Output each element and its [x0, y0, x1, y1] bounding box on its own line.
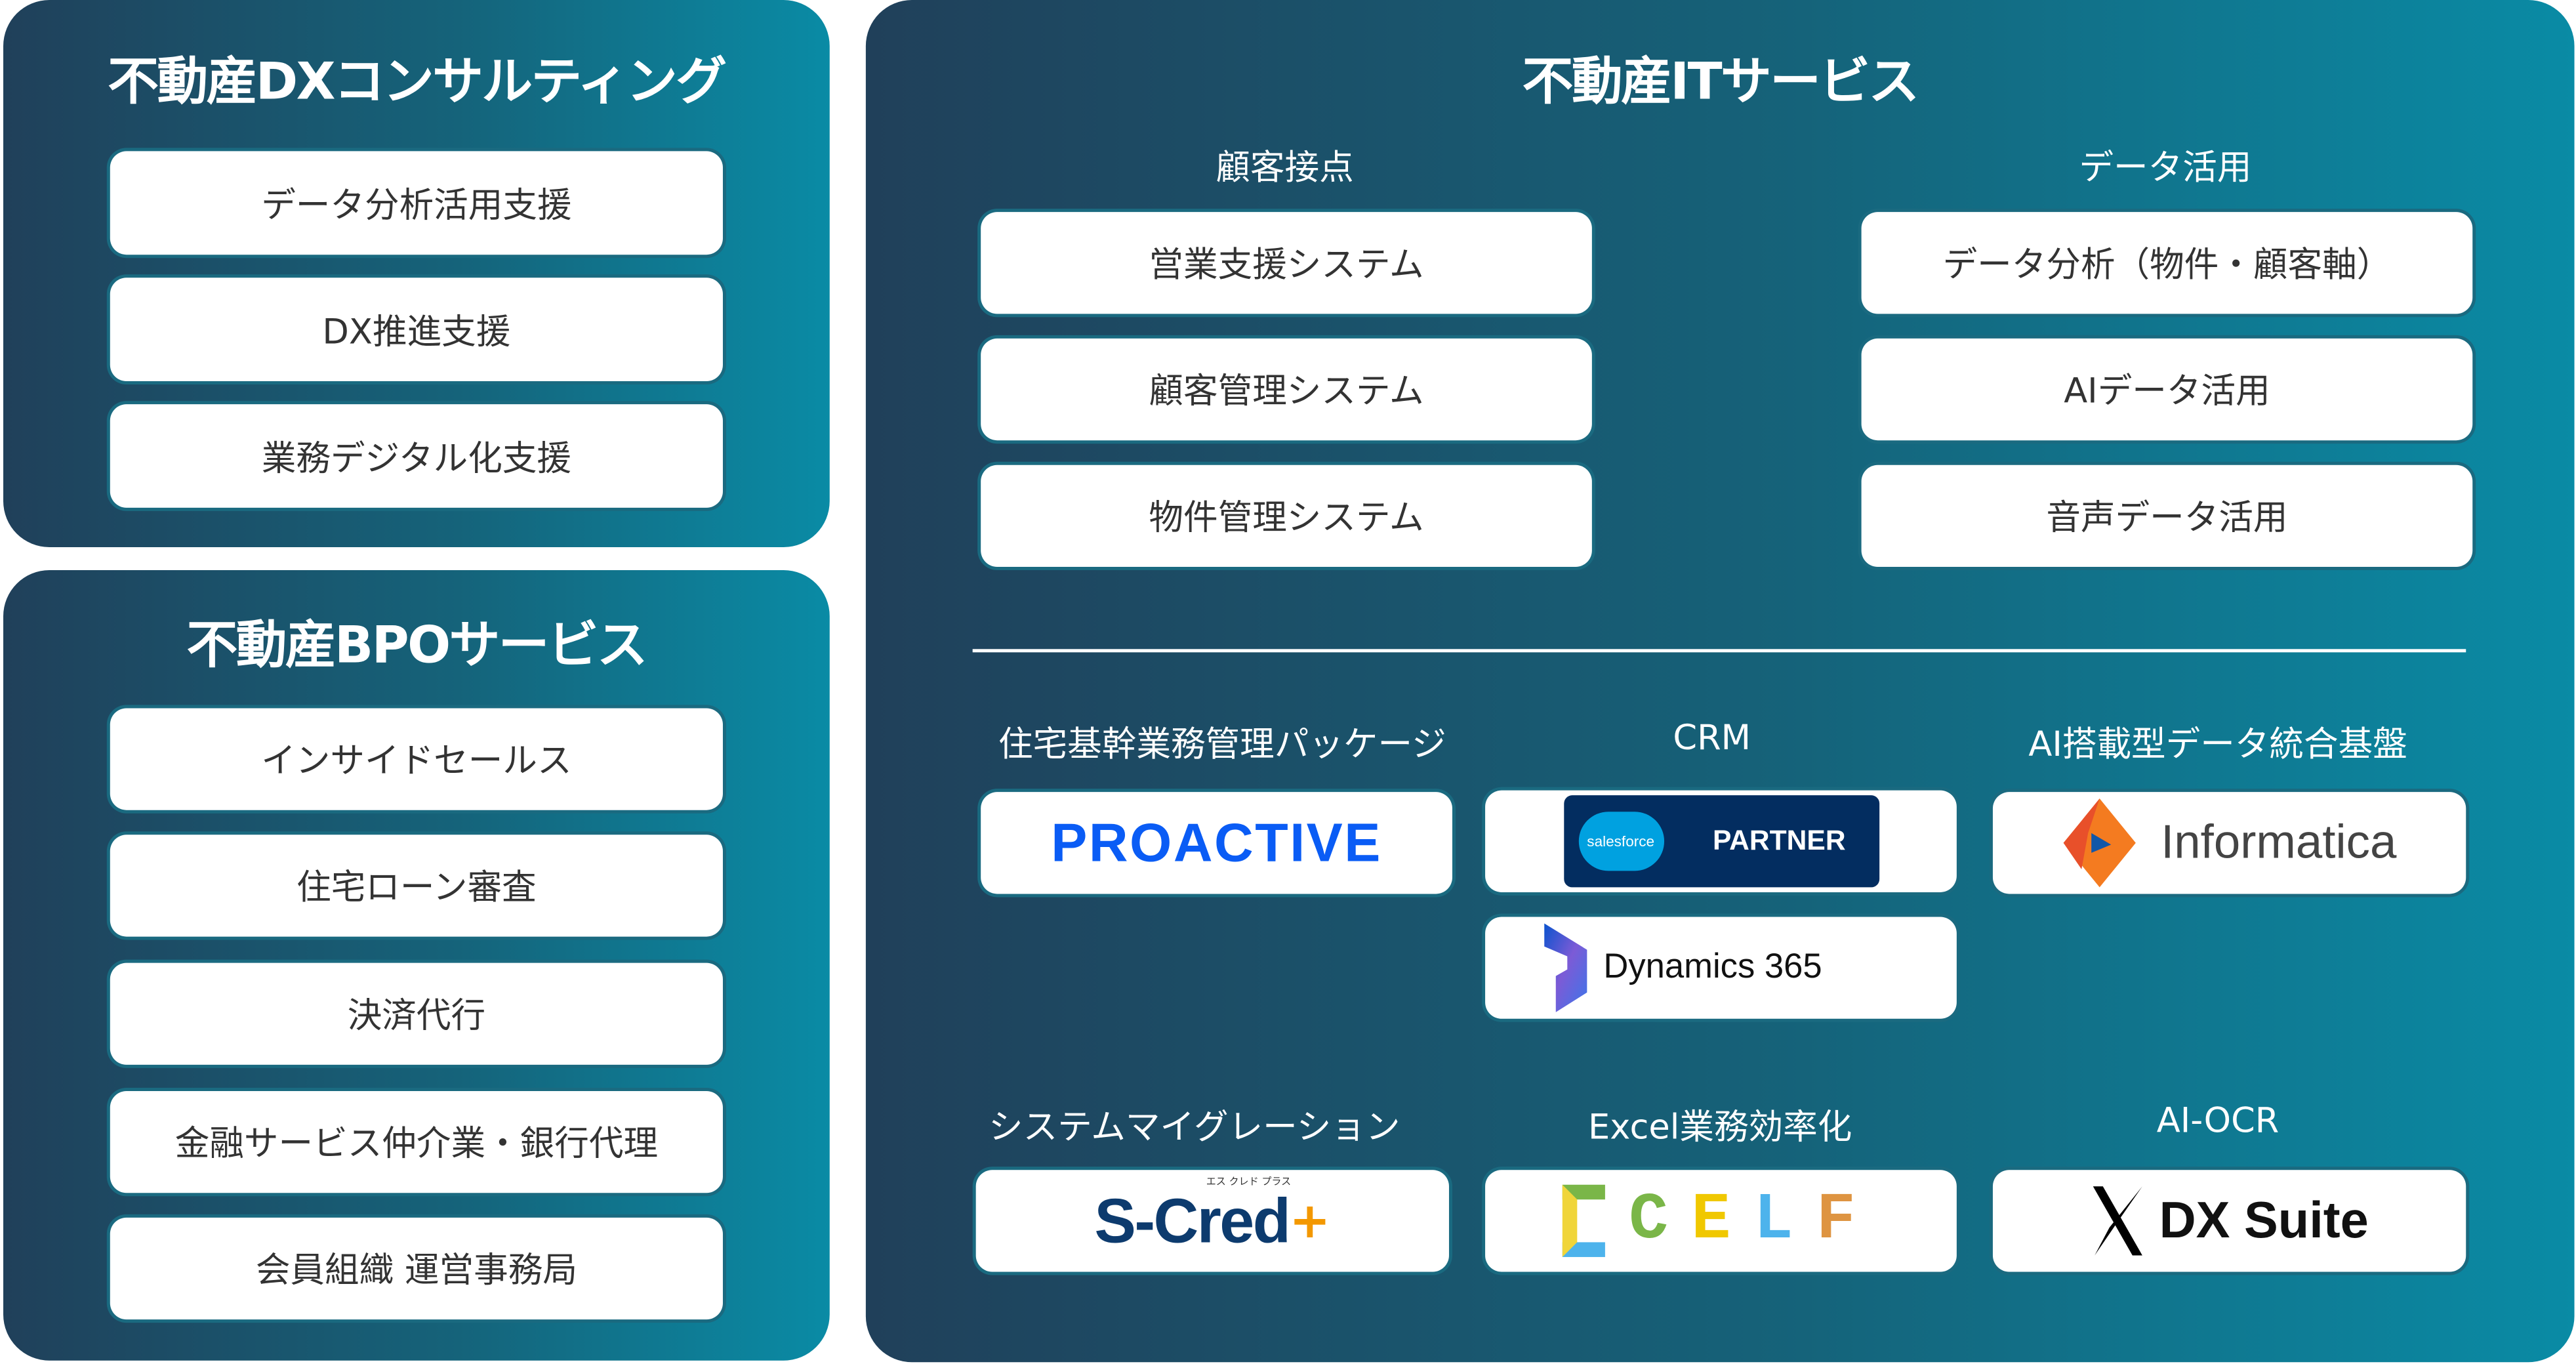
celf-c-icon — [1563, 1184, 1606, 1257]
it-panel: 不動産ITサービス — [865, 0, 2575, 1363]
customer-item[interactable]: 顧客管理システム — [981, 338, 1592, 441]
celf-logo[interactable]: CELF — [1485, 1170, 1957, 1272]
section-divider — [972, 649, 2466, 653]
crm-label: CRM — [1673, 718, 1751, 758]
dxsuite-logo[interactable]: DX Suite — [1992, 1170, 2466, 1272]
ai-platform-label: AI搭載型データ統合基盤 — [2028, 724, 2407, 764]
scred-sub-text: エス クレド プラス — [1206, 1175, 1292, 1188]
data-item[interactable]: AIデータ活用 — [1861, 338, 2473, 441]
bpo-item[interactable]: 会員組織 運営事務局 — [110, 1217, 723, 1320]
proactive-logo-text: PROACTIVE — [1051, 812, 1382, 873]
informatica-icon — [2064, 798, 2136, 888]
salesforce-cloud-icon: salesforce — [1578, 812, 1664, 871]
dynamics-logo[interactable]: Dynamics 365 — [1485, 917, 1957, 1019]
consulting-title: 不動産DXコンサルティング — [108, 52, 727, 112]
dynamics-text: Dynamics 365 — [1603, 948, 1822, 986]
customer-item[interactable]: 物件管理システム — [981, 465, 1592, 568]
scred-logo[interactable]: エス クレド プラス S-Cred+ — [975, 1170, 1449, 1272]
salesforce-partner-logo[interactable]: salesforce PARTNER — [1485, 790, 1957, 892]
dynamics-icon — [1544, 923, 1587, 1012]
scred-text: S-Cred — [1094, 1187, 1290, 1256]
consulting-item[interactable]: データ分析活用支援 — [110, 151, 723, 255]
consulting-item[interactable]: 業務デジタル化支援 — [110, 404, 723, 508]
data-item[interactable]: 音声データ活用 — [1861, 465, 2473, 568]
excel-label: Excel業務効率化 — [1588, 1107, 1852, 1147]
it-title: 不動産ITサービス — [1522, 52, 1919, 112]
bpo-item[interactable]: 住宅ローン審査 — [110, 835, 723, 937]
dxsuite-x-icon — [2093, 1186, 2143, 1256]
package-label: 住宅基幹業務管理パッケージ — [998, 724, 1446, 764]
customer-item[interactable]: 営業支援システム — [981, 212, 1592, 314]
customer-heading: 顧客接点 — [1216, 148, 1354, 188]
dxsuite-text: DX Suite — [2159, 1191, 2369, 1249]
data-item[interactable]: データ分析（物件・顧客軸） — [1861, 212, 2473, 314]
ocr-label: AI-OCR — [2156, 1101, 2280, 1141]
plus-icon: + — [1289, 1192, 1331, 1250]
informatica-text: Informatica — [2161, 816, 2397, 869]
bpo-item[interactable]: インサイドセールス — [110, 708, 723, 810]
proactive-logo[interactable]: PROACTIVE — [981, 792, 1452, 894]
consulting-item[interactable]: DX推進支援 — [110, 278, 723, 382]
data-heading: データ活用 — [2079, 148, 2252, 188]
partner-text: PARTNER — [1712, 825, 1846, 856]
informatica-logo[interactable]: Informatica — [1992, 792, 2466, 894]
salesforce-badge: salesforce PARTNER — [1563, 795, 1879, 888]
bpo-item[interactable]: 金融サービス仲介業・銀行代理 — [110, 1090, 723, 1193]
celf-text: CELF — [1629, 1184, 1879, 1258]
bpo-item[interactable]: 決済代行 — [110, 962, 723, 1065]
migration-label: システムマイグレーション — [989, 1107, 1400, 1147]
bpo-title: 不動産BPOサービス — [186, 616, 648, 676]
